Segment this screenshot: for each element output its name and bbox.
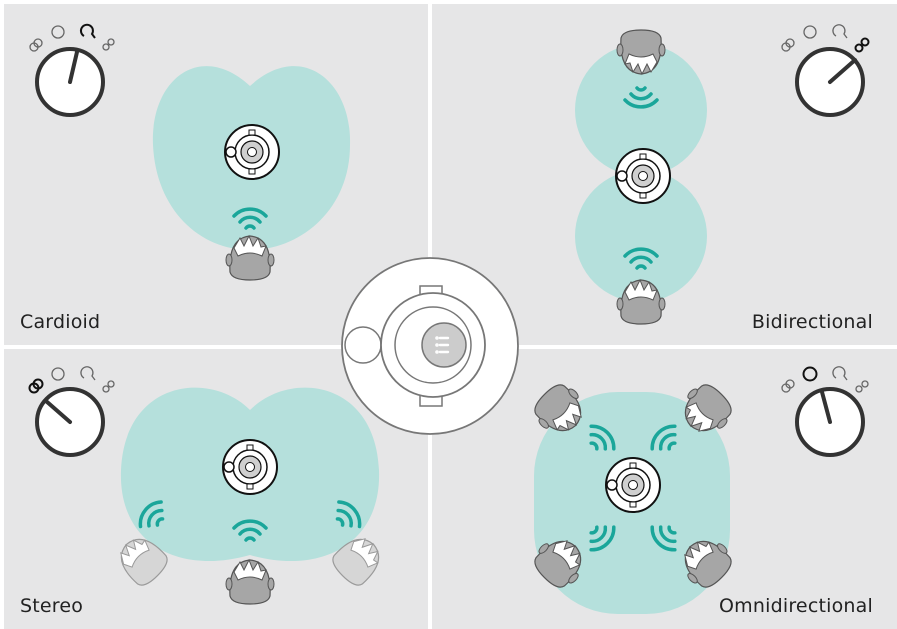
listener-head-icon — [225, 559, 275, 605]
knob-mode-symbols — [29, 23, 115, 52]
bidirectional-diagram — [575, 24, 870, 325]
knob-mode-symbols — [28, 366, 115, 394]
microphone-icon — [615, 148, 671, 204]
knob-icon[interactable] — [795, 47, 865, 117]
mode-label-stereo: Stereo — [20, 595, 84, 617]
knob-mode-symbols — [781, 366, 869, 393]
bidirectional-rear-lobe — [575, 170, 707, 302]
knob-mode-symbols — [781, 24, 870, 53]
mic-top-view-icon — [341, 257, 519, 435]
microphone-icon — [222, 439, 278, 495]
knob-icon[interactable] — [35, 387, 105, 457]
stereo-diagram — [28, 366, 389, 605]
mode-label-cardioid: Cardioid — [20, 311, 101, 333]
knob-icon[interactable] — [795, 387, 865, 457]
microphone-icon — [605, 457, 661, 513]
cardioid-diagram — [29, 23, 351, 281]
knob-icon[interactable] — [35, 47, 105, 117]
omnidirectional-diagram — [526, 366, 869, 614]
mode-label-bidirectional: Bidirectional — [751, 311, 873, 333]
mode-label-omnidirectional: Omnidirectional — [719, 595, 873, 617]
bidirectional-front-lobe — [575, 44, 707, 176]
microphone-icon — [224, 124, 280, 180]
